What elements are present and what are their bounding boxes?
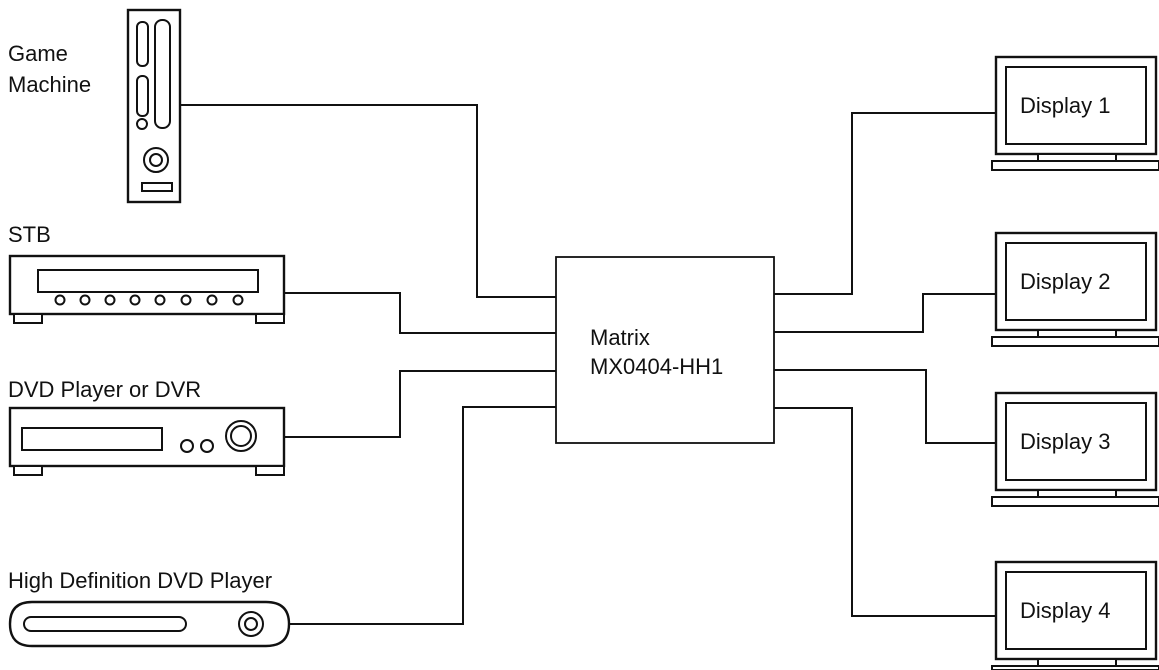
input-connections xyxy=(180,104,556,625)
stb-buttons xyxy=(54,294,244,306)
dvd-button-2 xyxy=(200,439,214,453)
display-1: Display 1 xyxy=(991,55,1159,171)
stb-device: STB xyxy=(8,222,286,324)
display-1-base xyxy=(991,160,1159,171)
display-2: Display 2 xyxy=(991,231,1159,347)
display-3-label: Display 3 xyxy=(1020,429,1110,454)
line-matrix-to-display-2 xyxy=(774,293,996,333)
display-4: Display 4 xyxy=(991,560,1159,670)
hd-dvd-slot xyxy=(23,616,187,632)
display-3-stand xyxy=(1037,489,1117,498)
display-3: Display 3 xyxy=(991,391,1159,507)
game-slot-2 xyxy=(136,75,149,117)
output-connections xyxy=(774,112,996,617)
line-matrix-to-display-4 xyxy=(774,407,996,617)
display-2-label: Display 2 xyxy=(1020,269,1110,294)
line-matrix-to-display-1 xyxy=(774,112,996,295)
game-slot-1 xyxy=(136,21,149,67)
line-game-to-matrix xyxy=(180,104,556,298)
game-machine: Game Machine xyxy=(8,8,182,204)
matrix-model: MX0404-HH1 xyxy=(590,354,723,379)
matrix-name: Matrix xyxy=(590,325,650,350)
line-dvd-to-matrix xyxy=(284,370,556,438)
hd-dvd-label: High Definition DVD Player xyxy=(8,568,272,593)
display-3-base xyxy=(991,496,1159,507)
line-stb-to-matrix xyxy=(284,292,556,334)
stb-foot-right xyxy=(255,313,285,324)
dvd-label: DVD Player or DVR xyxy=(8,377,201,402)
dvd-disc-tray xyxy=(21,427,163,451)
matrix-switcher: Matrix MX0404-HH1 xyxy=(555,256,775,444)
game-machine-label-line2: Machine xyxy=(8,72,91,97)
display-3-screen xyxy=(1005,402,1147,481)
stb-display-panel xyxy=(37,269,259,293)
stb-foot-left xyxy=(13,313,43,324)
line-hd-to-matrix xyxy=(289,406,556,625)
game-machine-label-line1: Game xyxy=(8,41,68,66)
game-port xyxy=(141,182,173,192)
display-1-stand xyxy=(1037,153,1117,162)
matrix-box xyxy=(555,256,775,444)
display-4-base xyxy=(991,665,1159,670)
display-4-label: Display 4 xyxy=(1020,598,1110,623)
display-4-stand xyxy=(1037,658,1117,667)
game-led xyxy=(136,118,148,130)
stb-label: STB xyxy=(8,222,51,247)
display-2-screen xyxy=(1005,242,1147,321)
display-4-screen xyxy=(1005,571,1147,650)
hd-dvd-device: High Definition DVD Player xyxy=(8,568,291,648)
line-matrix-to-display-3 xyxy=(774,369,996,444)
dvd-foot-right xyxy=(255,465,285,476)
dvd-button-1 xyxy=(180,439,194,453)
display-2-stand xyxy=(1037,329,1117,338)
display-2-base xyxy=(991,336,1159,347)
display-1-screen xyxy=(1005,66,1147,145)
display-1-label: Display 1 xyxy=(1020,93,1110,118)
game-disc-tray xyxy=(154,19,171,129)
dvd-foot-left xyxy=(13,465,43,476)
dvd-device: DVD Player or DVR xyxy=(8,377,286,476)
